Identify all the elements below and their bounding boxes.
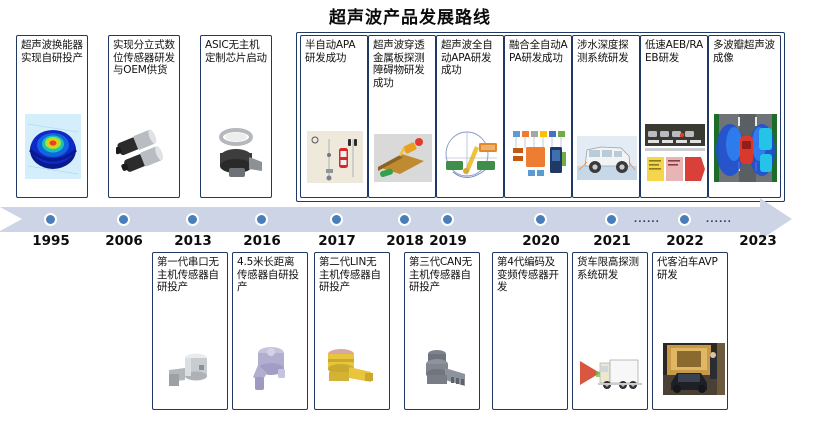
top-card-5[interactable]: 超声波穿透金属板探测障碍物研发成功 xyxy=(368,35,436,198)
full-auto-apa-diagram-image xyxy=(441,128,501,184)
timeline-dot-1995[interactable] xyxy=(44,213,57,226)
gen3-can-sensor-image xyxy=(415,345,471,395)
timeline-dot-2020[interactable] xyxy=(534,213,547,226)
fusion-apa-block-diagram-image xyxy=(510,128,568,184)
timeline-dot-2016[interactable] xyxy=(255,213,268,226)
gen2-lin-sensor-image xyxy=(321,345,377,393)
bottom-card-1[interactable]: 第一代串口无主机传感器自研投产 xyxy=(152,252,228,410)
bottom-card-5-label: 第4代编码及变频传感器开发 xyxy=(497,256,559,294)
top-card-4-label: 半自动APA研发成功 xyxy=(305,39,356,64)
year-label-2022: 2022 xyxy=(666,233,704,249)
year-label-2021: 2021 xyxy=(593,233,631,249)
year-label-1995: 1995 xyxy=(32,233,70,249)
timeline-ellipsis-1: ...... xyxy=(634,213,661,225)
year-label-2016: 2016 xyxy=(243,233,281,249)
wading-depth-suv-image xyxy=(577,136,637,180)
gen1-uart-sensor-image xyxy=(165,346,219,394)
timeline-arrowhead xyxy=(760,198,792,240)
bottom-card-4[interactable]: 第三代CAN无主机传感器自研投产 xyxy=(404,252,480,410)
transducer-beam-heatmap-image xyxy=(25,114,81,179)
year-label-2017: 2017 xyxy=(318,233,356,249)
bottom-card-5[interactable]: 第4代编码及变频传感器开发 xyxy=(492,252,568,410)
long-range-sensor-image xyxy=(245,343,299,395)
metal-plate-penetration-image xyxy=(374,134,432,182)
top-card-3-label: ASIC无主机定制芯片启动 xyxy=(205,39,267,64)
top-card-3[interactable]: ASIC无主机定制芯片启动 xyxy=(200,35,272,198)
low-speed-aeb-chart-image xyxy=(645,124,705,184)
top-card-8[interactable]: 涉水深度探测系统研发 xyxy=(572,35,640,198)
top-card-2-label: 实现分立式数位传感器研发与OEM供货 xyxy=(113,39,175,77)
bottom-card-7[interactable]: 代客泊车AVP研发 xyxy=(652,252,728,410)
bottom-card-4-label: 第三代CAN无主机传感器自研投产 xyxy=(409,256,472,294)
discrete-digital-sensors-image xyxy=(116,126,174,181)
top-card-1[interactable]: 超声波换能器实现自研投产 xyxy=(16,35,88,198)
top-card-4[interactable]: 半自动APA研发成功 xyxy=(300,35,368,198)
year-label-2018: 2018 xyxy=(386,233,424,249)
timeline-dot-2006[interactable] xyxy=(117,213,130,226)
semi-auto-apa-diagram-image xyxy=(307,131,363,183)
top-card-9[interactable]: 低速AEB/RAEB研发 xyxy=(640,35,708,198)
top-card-6[interactable]: 超声波全自动APA研发成功 xyxy=(436,35,504,198)
bottom-card-6-label: 货车限高探测系统研发 xyxy=(577,256,639,281)
bottom-card-2-label: 4.5米长距离传感器自研投产 xyxy=(237,256,299,294)
top-card-6-label: 超声波全自动APA研发成功 xyxy=(441,39,493,77)
timeline-dot-2021[interactable] xyxy=(605,213,618,226)
avp-valet-parking-image xyxy=(663,343,725,395)
timeline-tail-notch xyxy=(0,207,22,231)
timeline-dot-2022[interactable] xyxy=(678,213,691,226)
timeline-ellipsis-2: ...... xyxy=(706,213,733,225)
multi-lobe-imaging-image xyxy=(714,114,777,182)
top-card-10[interactable]: 多波瓣超声波成像 xyxy=(708,35,781,198)
top-card-5-label: 超声波穿透金属板探测障碍物研发成功 xyxy=(373,39,425,89)
top-card-9-label: 低速AEB/RAEB研发 xyxy=(645,39,704,64)
top-card-8-label: 涉水深度探测系统研发 xyxy=(577,39,629,64)
timeline-dot-2018[interactable] xyxy=(398,213,411,226)
bottom-card-3-label: 第二代LIN无主机传感器自研投产 xyxy=(319,256,381,294)
year-label-2023: 2023 xyxy=(739,233,777,249)
bottom-card-3[interactable]: 第二代LIN无主机传感器自研投产 xyxy=(314,252,390,410)
top-card-2[interactable]: 实现分立式数位传感器研发与OEM供货 xyxy=(108,35,180,198)
timeline-dot-2013[interactable] xyxy=(186,213,199,226)
year-label-2020: 2020 xyxy=(522,233,560,249)
top-card-10-label: 多波瓣超声波成像 xyxy=(713,39,775,64)
top-card-1-label: 超声波换能器实现自研投产 xyxy=(21,39,83,64)
year-label-2019: 2019 xyxy=(429,233,467,249)
bottom-card-2[interactable]: 4.5米长距离传感器自研投产 xyxy=(232,252,308,410)
timeline-dot-2019[interactable] xyxy=(441,213,454,226)
top-card-7-label: 融合全自动APA研发成功 xyxy=(509,39,568,64)
bottom-card-6[interactable]: 货车限高探测系统研发 xyxy=(572,252,648,410)
bottom-card-1-label: 第一代串口无主机传感器自研投产 xyxy=(157,256,219,294)
year-label-2013: 2013 xyxy=(174,233,212,249)
bottom-card-7-label: 代客泊车AVP研发 xyxy=(657,256,718,281)
asic-sensor-housing-image xyxy=(209,124,267,182)
timeline-dot-2017[interactable] xyxy=(330,213,343,226)
top-card-7[interactable]: 融合全自动APA研发成功 xyxy=(504,35,572,198)
page-title: 超声波产品发展路线 xyxy=(329,8,491,28)
year-label-2006: 2006 xyxy=(105,233,143,249)
truck-height-detection-image xyxy=(578,353,644,395)
